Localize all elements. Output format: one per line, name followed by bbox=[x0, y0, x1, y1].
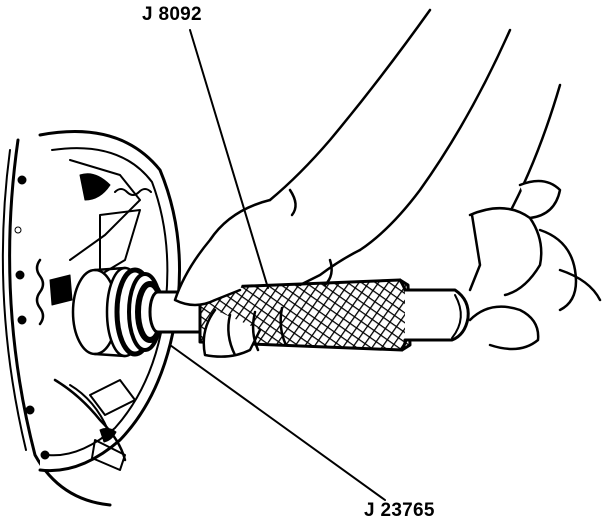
axle-housing-hub bbox=[71, 266, 168, 358]
leader-line-lower bbox=[169, 344, 386, 501]
technician-hands bbox=[173, 8, 602, 358]
callout-label-lower: J 23765 bbox=[364, 500, 435, 521]
callout-label-upper: J 8092 bbox=[142, 4, 202, 25]
leader-line-upper bbox=[189, 29, 269, 289]
